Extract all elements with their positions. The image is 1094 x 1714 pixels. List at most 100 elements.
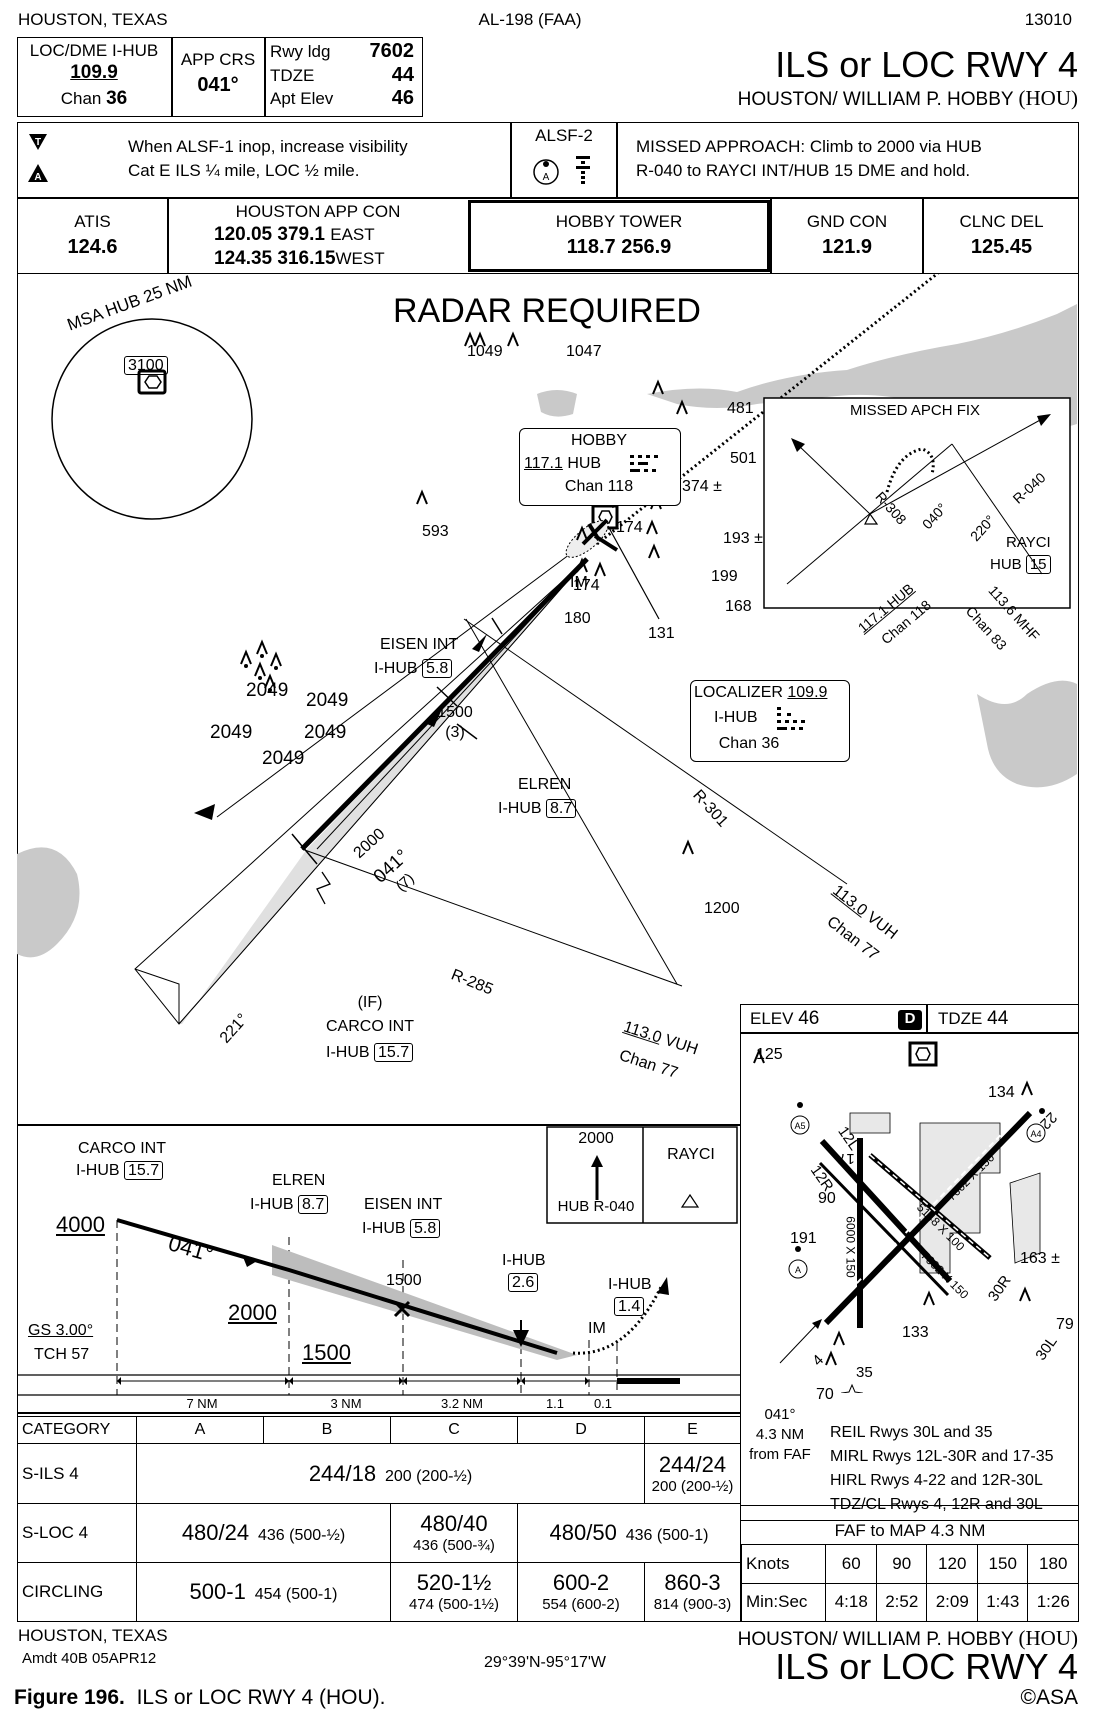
note-line-1: When ALSF-1 inop, increase visibility <box>128 137 408 156</box>
runway-12r-30l <box>819 1138 953 1284</box>
vor-name: HOBBY <box>570 432 627 449</box>
time-cell: 1:26 <box>1027 1582 1079 1622</box>
knots-label: Knots <box>740 1544 827 1584</box>
figure-caption: Figure 196. ILS or LOC RWY 4 (HOU). <box>14 1686 386 1709</box>
hold-radial: HUB R-040 <box>557 1198 635 1215</box>
obstacle-191: 191 <box>790 1230 817 1247</box>
elren-dme: I-HUB 8.7 <box>498 799 577 818</box>
vor-channel: Chan 118 <box>564 478 634 495</box>
svg-text:A4: A4 <box>1030 1129 1041 1139</box>
rwy-17-label: 17 <box>838 1150 855 1167</box>
obstacle-2049a: 2049 <box>246 680 289 701</box>
localizer-channel: Chan 36 <box>718 735 780 752</box>
obstacle-2049b: 2049 <box>306 690 349 711</box>
profile-gs: GS 3.00° <box>28 1322 94 1339</box>
r285-radial <box>216 533 598 818</box>
tdze-value: 44 <box>391 64 414 86</box>
missed-approach-line-1: MISSED APPROACH: Climb to 2000 via HUB <box>636 137 982 156</box>
water-body <box>647 304 1077 428</box>
obstacle-199: 199 <box>711 568 738 585</box>
offset-course: 041° <box>764 1406 796 1423</box>
profile-eisen: EISEN INT <box>364 1196 443 1213</box>
dist-7nm: 7 NM <box>184 1396 220 1411</box>
offset-from-faf: from FAF <box>749 1446 811 1463</box>
lighting-mirl: MIRL Rwys 12L-30R and 17-35 <box>830 1448 1054 1465</box>
dist-0-1: 0.1 <box>593 1396 613 1411</box>
obstacle-2049e: 2049 <box>262 748 305 769</box>
svg-text:A5: A5 <box>794 1121 805 1131</box>
dist-3-2nm: 3.2 NM <box>439 1396 485 1411</box>
missed-fix-label: MISSED APCH FIX <box>850 402 981 419</box>
clearance-label: CLNC DEL <box>959 212 1044 231</box>
footer-title: ILS or LOC RWY 4 <box>775 1646 1078 1687</box>
obstacle-2049c: 2049 <box>210 722 253 743</box>
profile-elren-dme: I-HUB 8.7 <box>250 1195 329 1214</box>
clearance-frequency: 125.45 <box>970 236 1033 258</box>
tower-label: HOBBY TOWER <box>555 212 683 231</box>
water-body <box>537 390 577 417</box>
r285-lower-radial <box>301 848 683 987</box>
footer-amendment: Amdt 40B 05APR12 <box>22 1650 157 1667</box>
localizer-box <box>690 680 850 762</box>
footer-coordinates: 29°39'N-95°17'W <box>483 1654 607 1671</box>
note-line-2: Cat E ILS ¼ mile, LOC ½ mile. <box>128 161 360 180</box>
ground-label: GND CON <box>806 212 888 231</box>
minimums-table: CATEGORY A B C D E S-ILS 4 244/18 200 (2… <box>17 1415 741 1623</box>
communications-strip <box>17 198 1079 274</box>
profile-ihub2: I-HUB <box>608 1276 652 1293</box>
carco-dme: I-HUB 15.7 <box>326 1043 414 1062</box>
lighting-tdz: TDZ/CL Rwys 4, 12R and 30L <box>830 1496 1043 1513</box>
missed-fix-rayci: RAYCI <box>1006 534 1051 551</box>
lighting-hirl: HIRL Rwys 4-22 and 12R-30L <box>830 1472 1043 1489</box>
profile-carco-dme: I-HUB 15.7 <box>76 1161 164 1180</box>
svg-text:A: A <box>795 1265 801 1275</box>
obstacle-1047: 1047 <box>566 343 602 360</box>
obstacle-125: 125 <box>756 1046 783 1063</box>
elev-label: ELEV 46 <box>750 1008 820 1029</box>
glideslope-wedge <box>272 1245 577 1360</box>
approach-control-label: HOUSTON APP CON <box>235 202 401 221</box>
time-cell: 2:09 <box>926 1582 978 1622</box>
airport-layout: A5 A4 A <box>753 1041 1046 1393</box>
loc-dme-label: LOC/DME I-HUB <box>29 41 159 60</box>
atis-label: ATIS <box>74 212 111 231</box>
missed-approach-fix-inset <box>763 397 1071 609</box>
obstacle-193: 193 ± <box>723 530 763 547</box>
obstacle-70: 70 <box>816 1386 834 1403</box>
rayci-fix-icon <box>864 512 879 525</box>
approach-light-icons: A5 A4 A <box>788 1115 1046 1279</box>
footer-airport: HOUSTON/ WILLIAM P. HOBBY (HOU) <box>737 1626 1078 1650</box>
water-body <box>17 847 80 958</box>
profile-ihub-dme: 2.6 <box>508 1273 539 1292</box>
knots-cell: 60 <box>825 1544 877 1584</box>
msa-vor-icon <box>137 369 167 395</box>
min-category: S-LOC 4 <box>17 1502 137 1563</box>
rwy-35-label: 35 <box>856 1364 873 1381</box>
obstacle-1200: 1200 <box>704 900 740 917</box>
tdze-diagram: TDZE 44 <box>938 1008 1009 1029</box>
obstacle-501: 501 <box>730 450 757 467</box>
procedure-title: ILS or LOC RWY 4 <box>775 44 1078 85</box>
obstacle-163: 163 ± <box>1020 1250 1060 1267</box>
notes-strip <box>17 122 1079 198</box>
localizer-course <box>134 557 589 1025</box>
obstacle-134: 134 <box>988 1084 1015 1101</box>
profile-im: IM <box>588 1320 606 1337</box>
svg-text:A: A <box>543 172 550 183</box>
atis-frequency: 124.6 <box>67 236 118 258</box>
rwy-ldg-value: 7602 <box>369 40 415 62</box>
min-header: E <box>644 1415 741 1445</box>
min-category: S-ILS 4 <box>17 1443 137 1504</box>
obstacle-symbols <box>753 1048 1033 1366</box>
vor-frequency: 117.1 HUB <box>524 455 602 472</box>
obstacle-168: 168 <box>725 598 752 615</box>
missed-fix-hub-dme: HUB 15 <box>990 555 1051 574</box>
tower-box <box>468 200 770 272</box>
descent-path <box>116 1218 558 1355</box>
hold-fix: RAYCI <box>667 1146 715 1163</box>
msa-circle <box>51 318 253 520</box>
